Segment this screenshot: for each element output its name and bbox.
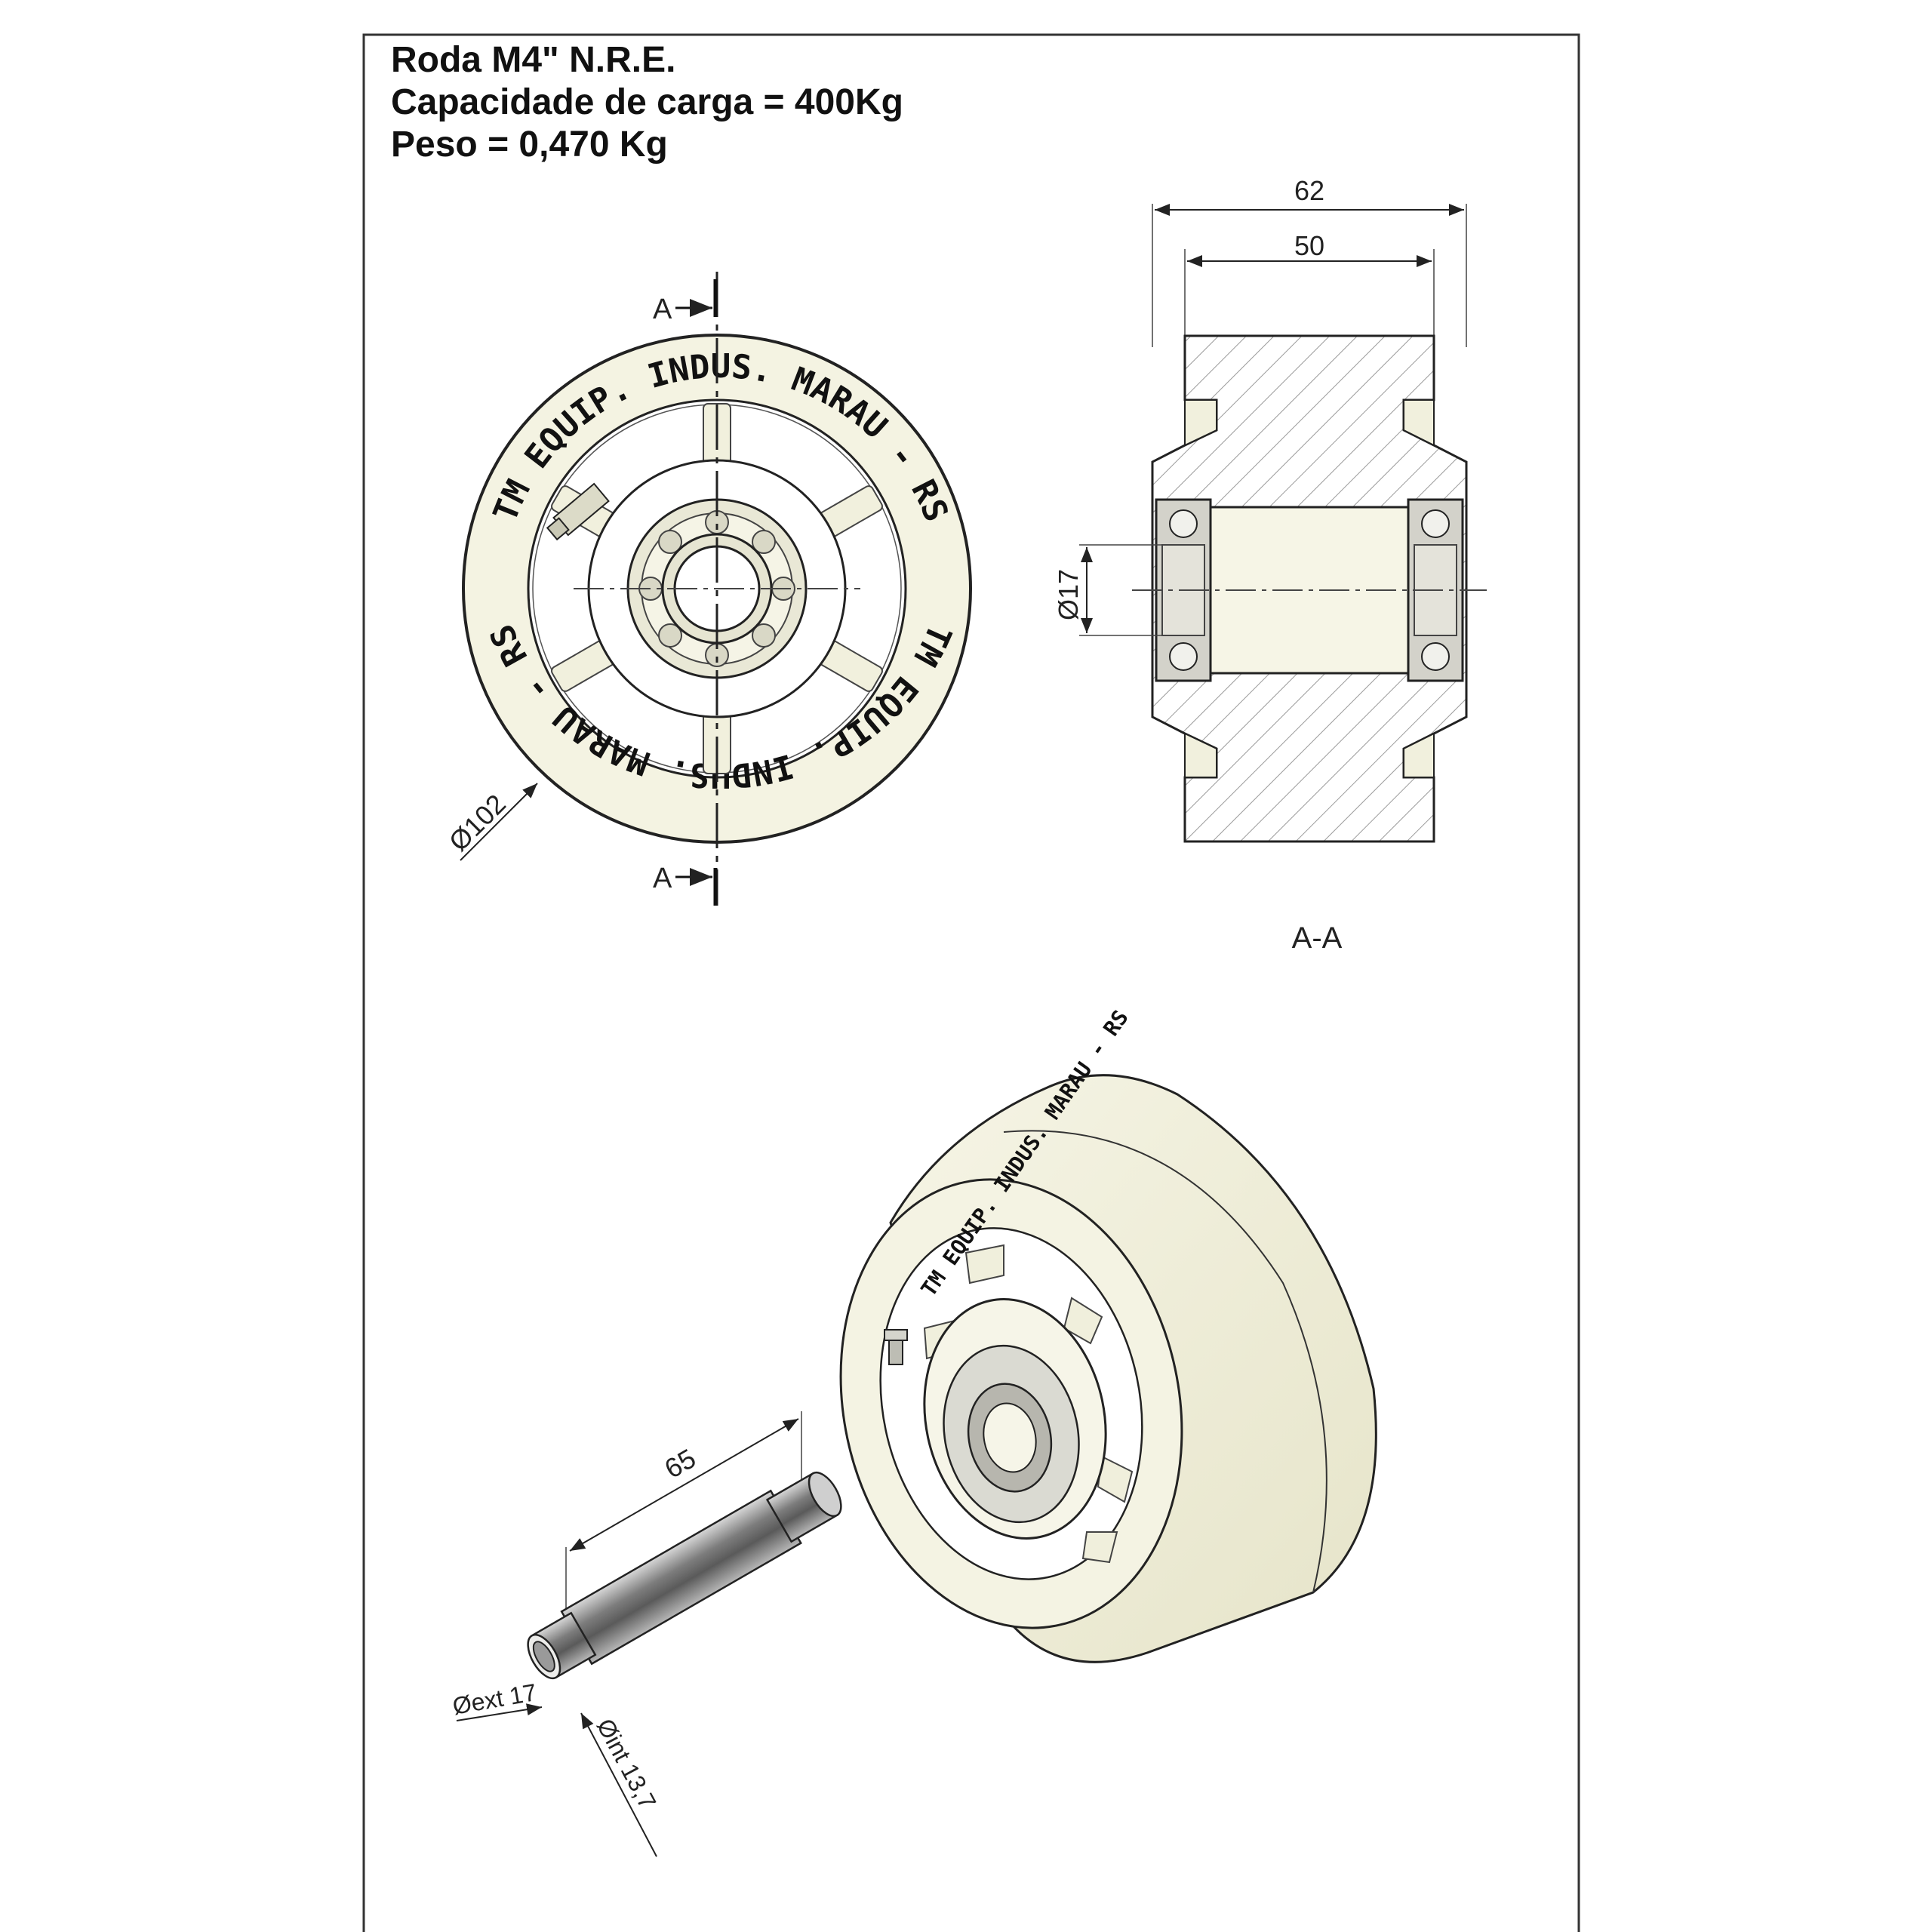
isometric-wheel: TM EQUIP. INDUS. MARAU - RS [839, 1005, 1377, 1663]
section-mark-top: A [653, 294, 672, 325]
isometric-axle: 65 Øext 17 Øint 13,7 [451, 1411, 842, 1857]
section-mark-bottom: A [653, 863, 672, 894]
title-line-3: Peso = 0,470 Kg [391, 125, 668, 165]
grease-nipple-icon [546, 482, 610, 541]
dim-17-label: Ø17 [1053, 569, 1084, 620]
diameter-102-label: Ø102 [443, 788, 512, 857]
section-view: 62 50 Ø17 [1053, 175, 1487, 955]
front-view: TM EQUIP. INDUS. MARAU - RS TM EQUIP. IN… [443, 272, 972, 906]
iso-grease-nipple-icon [884, 1329, 908, 1365]
axle-outer-diameter-label: Øext 17 [451, 1678, 539, 1720]
dim-50-label: 50 [1294, 230, 1324, 261]
dim-62-label: 62 [1294, 175, 1324, 206]
iso-spokes [923, 1244, 1134, 1564]
sheet-frame [362, 33, 1580, 1932]
title-line-1: Roda M4" N.R.E. [391, 40, 676, 80]
section-caption: A-A [1292, 921, 1343, 955]
title-line-2: Capacidade de carga = 400Kg [391, 82, 903, 122]
